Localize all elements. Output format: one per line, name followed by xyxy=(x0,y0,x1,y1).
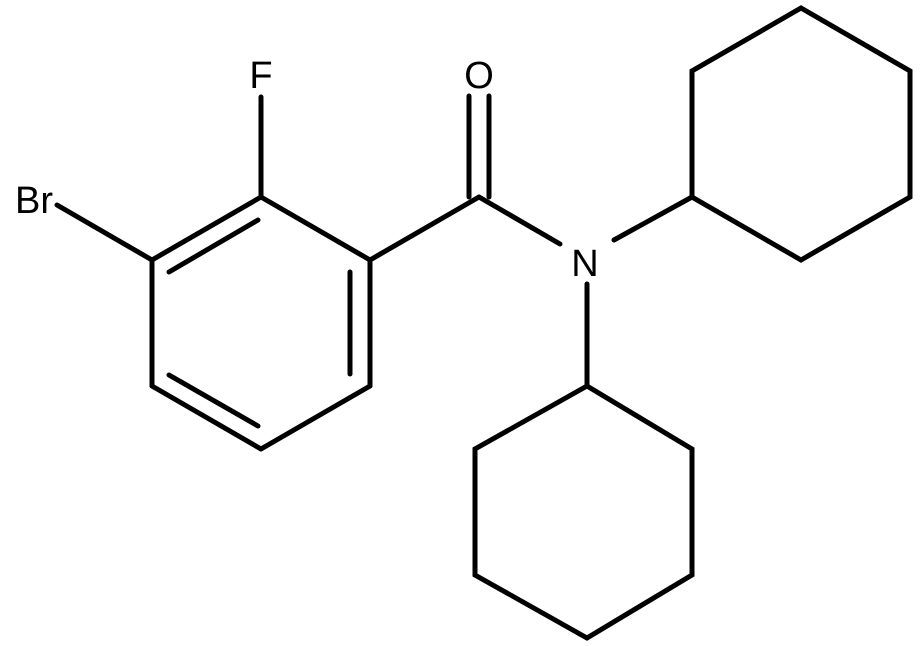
ring-bond-c2-c3-inner xyxy=(166,217,261,275)
nitrogen-atom-label: N xyxy=(571,243,598,285)
ring-bond-c5-c6 xyxy=(258,383,373,452)
ring-bond-c1-c2 xyxy=(258,194,373,263)
bond-ring-carbonyl xyxy=(367,194,482,263)
ring-bond-c4-c5 xyxy=(149,383,264,452)
bond-c3-bromine xyxy=(54,202,155,263)
benzene-ring xyxy=(149,194,373,452)
ring-bond-c4-c5-inner xyxy=(166,372,261,429)
fluorine-atom-label: F xyxy=(249,55,272,97)
ring-bond-c2-c3 xyxy=(149,194,264,263)
upper-cyclohexyl-ring xyxy=(689,5,913,263)
bond-nitrogen-upper-cyclohexyl xyxy=(611,194,695,243)
lower-cyclohexyl-ring xyxy=(472,383,695,641)
oxygen-atom-label: O xyxy=(464,55,494,97)
bond-carbonyl-nitrogen xyxy=(476,194,563,247)
bromine-atom-label: Br xyxy=(15,180,53,222)
